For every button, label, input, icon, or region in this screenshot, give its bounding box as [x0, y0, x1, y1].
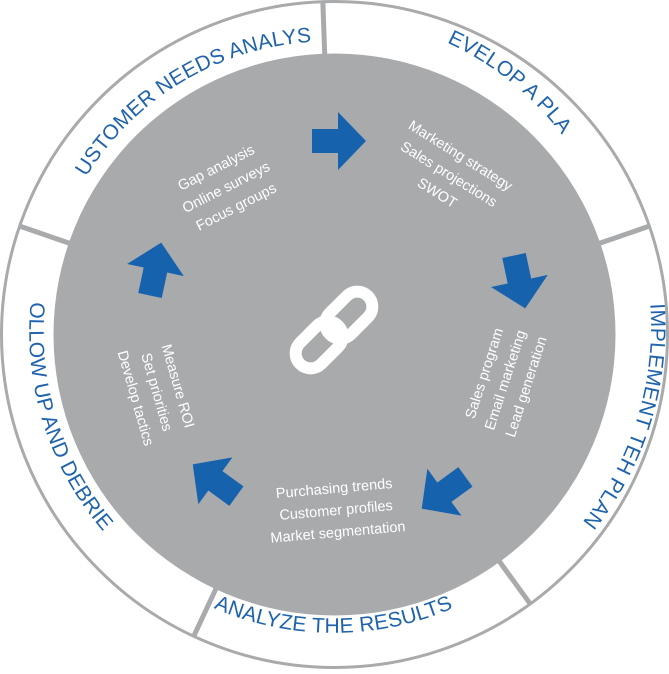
arrow-left-icon	[192, 457, 244, 506]
ring-divider	[320, 0, 328, 57]
ring-divider	[17, 223, 73, 247]
arrow-up-icon	[127, 242, 184, 298]
inner-group-analyze-results: Purchasing trends Customer profiles Mark…	[270, 476, 406, 547]
ring-divider	[596, 223, 652, 247]
ring-divider	[495, 557, 533, 607]
arrow-down-right-icon	[491, 253, 548, 309]
chain-link-icon	[289, 285, 379, 375]
ring-dividers	[17, 0, 652, 639]
ring-divider	[191, 585, 220, 639]
arrow-right-icon	[312, 112, 366, 170]
arrow-down-left-icon	[421, 467, 473, 516]
